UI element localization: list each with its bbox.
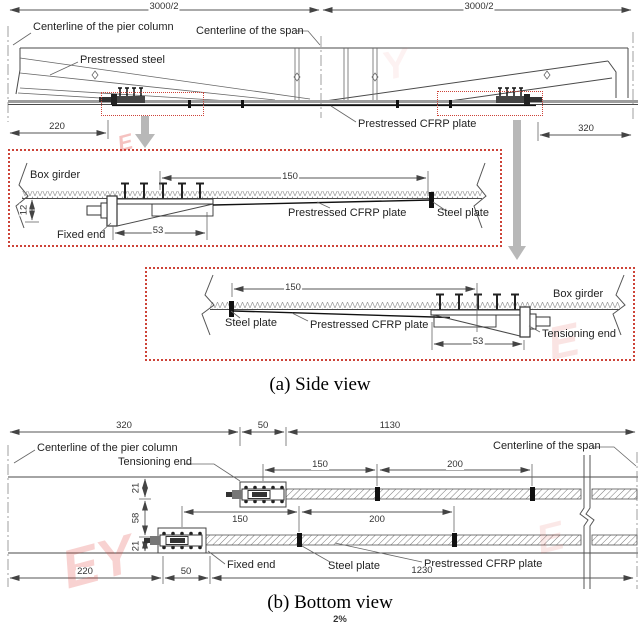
label-pier-centerline: Centerline of the pier column: [33, 21, 174, 33]
fixed-anchor-body: [86, 195, 214, 227]
fixed-anchor-plan: [144, 527, 207, 554]
tensioning-end-anchor-small: [496, 87, 542, 105]
zoom-arrow-right: [508, 120, 526, 260]
label-tensioning-end: Tensioning end: [118, 456, 193, 468]
dim-1130: 1130: [378, 420, 402, 431]
caption-bottom-view: (b) Bottom view: [267, 592, 393, 613]
label-cfrp-plate: Prestressed CFRP plate: [424, 558, 543, 570]
detail-fixed-end-drawing: [15, 162, 487, 240]
label-box-girder: Box girder: [30, 169, 81, 181]
caption-side-view: (a) Side view: [269, 374, 371, 395]
midspan-joint-lines: [91, 48, 551, 101]
label-cfrp-plate: Prestressed CFRP plate: [310, 319, 429, 331]
label-leaders: [13, 446, 637, 565]
side-view-drawing: [7, 6, 638, 260]
label-fixed-end: Fixed end: [227, 559, 276, 571]
fixed-strip: [203, 533, 638, 547]
detail-tensioning-end-drawing: [201, 274, 626, 350]
dim-150: 150: [231, 514, 249, 525]
label-tensioning-end: Tensioning end: [542, 328, 617, 340]
dim-free-length: 150: [284, 282, 302, 293]
dim-58: 58: [130, 511, 142, 525]
label-slope: 2%: [332, 614, 348, 625]
label-box-girder: Box girder: [553, 288, 604, 300]
dim-200: 200: [446, 459, 464, 470]
dim-50: 50: [256, 420, 270, 431]
label-steel-plate: Steel plate: [328, 560, 380, 572]
dim-anchor-length: 53: [471, 336, 485, 347]
dim-1230: 1230: [410, 565, 434, 576]
dim-half-span-right: 3000/2: [463, 1, 495, 12]
label-pier-centerline: Centerline of the pier column: [37, 442, 178, 454]
bottom-flange: [8, 100, 638, 103]
dim-anchor-length: 53: [151, 225, 165, 236]
dim-50: 50: [179, 566, 193, 577]
detail-callout-box-tensioning: [437, 91, 543, 116]
label-span-centerline: Centerline of the span: [196, 25, 304, 37]
girder-outline: [15, 47, 629, 102]
label-fixed-end: Fixed end: [57, 229, 106, 241]
dim-150: 150: [311, 459, 329, 470]
break-lines: [579, 455, 595, 589]
zoom-arrow-left: [135, 116, 155, 148]
label-cfrp-plate: Prestressed CFRP plate: [358, 118, 477, 130]
tensioning-anchor-plan: [226, 481, 287, 508]
dim-21-top: 21: [130, 481, 142, 495]
label-leaders: [12, 30, 357, 123]
dim-left-offset: 220: [48, 121, 66, 132]
dim-plate-offset: 12: [18, 203, 30, 217]
bottom-view-drawing: [7, 427, 638, 589]
dim-right-offset: 320: [577, 123, 595, 134]
label-steel-plate: Steel plate: [437, 207, 489, 219]
detail-frame-fixed: [8, 149, 502, 247]
dim-200: 200: [368, 514, 386, 525]
detail-frame-tensioning: [145, 267, 635, 361]
dim-320: 320: [115, 420, 133, 431]
label-prestressed-steel: Prestressed steel: [80, 54, 165, 66]
steel-plate-marks: [188, 100, 452, 108]
label-steel-plate: Steel plate: [225, 317, 277, 329]
dim-21-bottom: 21: [130, 539, 142, 553]
detail-callout-box-fixed: [101, 92, 204, 116]
label-cfrp-plate: Prestressed CFRP plate: [288, 207, 407, 219]
dim-half-span-left: 3000/2: [148, 1, 180, 12]
dim-free-length: 150: [281, 171, 299, 182]
dim-220: 220: [76, 566, 94, 577]
label-span-centerline: Centerline of the span: [493, 440, 601, 452]
anchor-bolts: [436, 293, 519, 310]
